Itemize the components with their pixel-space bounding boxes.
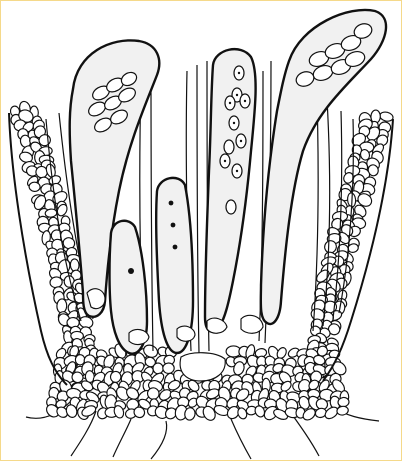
- excipulum-cell: [70, 259, 79, 272]
- excipulum-cell: [110, 371, 121, 383]
- excipulum-cell: [57, 299, 68, 313]
- excipulum-cell: [162, 363, 174, 374]
- excipulum-cell: [29, 182, 41, 192]
- excipulum-cell: [153, 363, 164, 375]
- excipulum-cell: [379, 111, 394, 123]
- ascus-eight-spored: [205, 49, 256, 331]
